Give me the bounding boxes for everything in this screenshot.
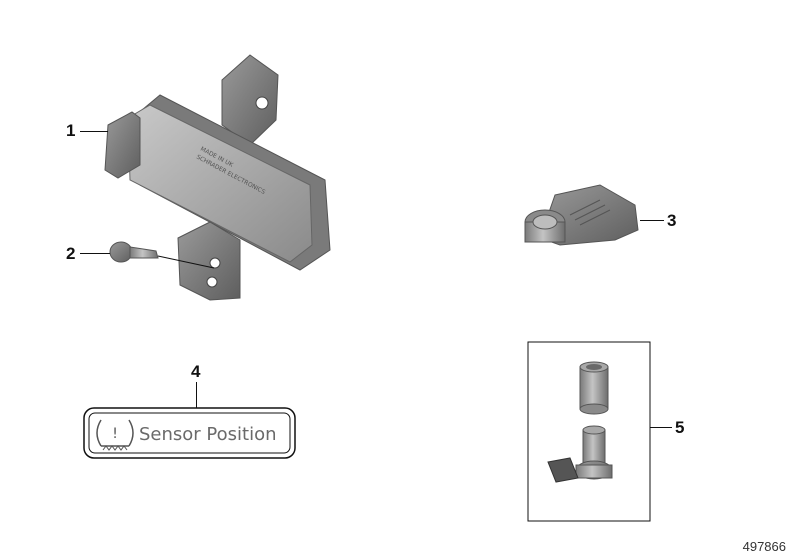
leader-line-2 bbox=[80, 253, 110, 254]
callout-1: 1 bbox=[66, 121, 76, 140]
leader-line-1 bbox=[80, 131, 108, 132]
diagram-id: 497866 bbox=[742, 539, 786, 554]
screw-illustration bbox=[109, 241, 215, 269]
svg-text:!: ! bbox=[112, 426, 118, 442]
callout-2: 2 bbox=[66, 244, 76, 263]
holder-illustration bbox=[524, 184, 639, 246]
sensor-kit-illustration bbox=[527, 341, 651, 522]
control-unit-illustration: MADE IN UK SCHRADER ELECTRONICS bbox=[104, 54, 331, 301]
label-text: Sensor Position bbox=[139, 424, 277, 445]
leader-line-5 bbox=[650, 427, 672, 428]
leader-line-3 bbox=[640, 220, 664, 221]
callout-3: 3 bbox=[667, 211, 677, 230]
tire-pressure-warning-icon: ! bbox=[96, 419, 134, 451]
leader-line-4 bbox=[196, 382, 197, 408]
callout-4: 4 bbox=[191, 362, 201, 381]
callout-5: 5 bbox=[675, 418, 685, 437]
sensor-position-label-illustration: ! Sensor Position bbox=[83, 407, 296, 459]
